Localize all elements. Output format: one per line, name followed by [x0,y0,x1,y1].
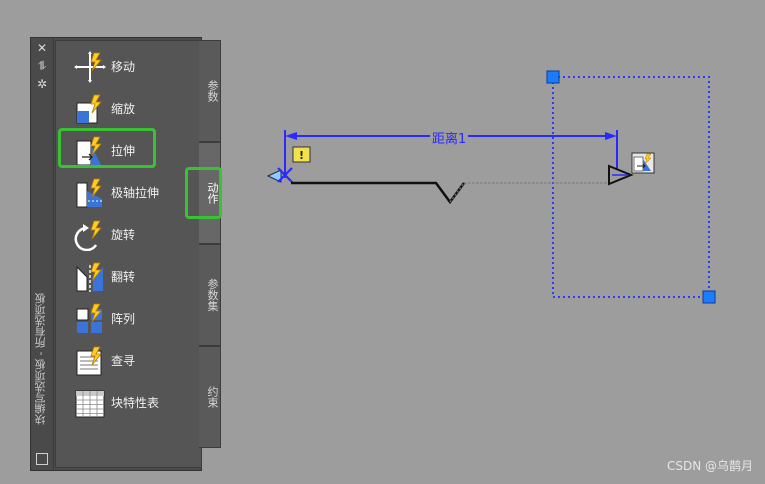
tool-scale[interactable]: 缩放 [74,91,194,127]
tab-parameter-sets[interactable]: 参数集 [199,244,221,346]
watermark: CSDN @乌鹊月 [666,459,753,473]
tab-parameters-label: 参数 [206,80,219,102]
actions-tab-highlight [185,167,222,219]
dimension-label[interactable]: 距离1 [430,128,469,147]
array-icon [76,303,102,333]
tool-move-label: 移动 [111,60,136,74]
actions-panel: 移动 缩放 拉伸 [55,40,202,468]
tool-lookup[interactable]: 查寻 [74,343,194,379]
tab-constraints-label: 约束 [206,386,219,408]
palette-menu-icon[interactable] [36,453,48,465]
warning-symbol: ! [299,149,304,162]
lookup-icon [76,346,102,376]
tool-lookup-label: 查寻 [111,354,136,368]
tool-move[interactable]: 移动 [74,49,194,85]
rotate-icon [74,220,102,251]
tool-flip[interactable]: 翻转 [74,259,194,295]
tool-flip-label: 翻转 [111,270,136,284]
block-authoring-palette: ✕ ⥮ ✲ 块编写选项板 - 所有选项板 移动 缩放 [30,37,202,471]
tool-rotate[interactable]: 旋转 [74,217,194,253]
base-grip-triangle[interactable] [266,169,282,183]
tool-stretch[interactable]: 拉伸 [74,133,194,169]
base-point-cross [277,167,293,183]
flip-icon [76,262,103,292]
stretch-frame [552,76,710,298]
scale-icon [76,94,102,124]
tool-array[interactable]: 阵列 [74,301,194,337]
dimension-arrow-right [605,132,617,140]
tab-parameter-sets-label: 参数集 [206,278,219,312]
palette-title-bar[interactable]: ✕ ⥮ ✲ 块编写选项板 - 所有选项板 [31,38,54,470]
frame-grip-bottom-right[interactable] [702,290,716,304]
properties-icon[interactable]: ✲ [36,77,48,91]
frame-grip-top-left[interactable] [546,70,560,84]
tool-array-label: 阵列 [111,312,136,326]
stretch-preview-line [449,182,612,203]
tool-scale-label: 缩放 [111,102,136,116]
stretch-icon [76,136,102,166]
line-geometry [291,181,466,205]
close-icon[interactable]: ✕ [36,41,48,55]
tab-actions-label: 动作 [206,182,219,204]
warning-icon[interactable] [292,146,311,163]
polar-stretch-icon [76,178,104,208]
tab-parameters[interactable]: 参数 [199,40,221,142]
stretch-highlight [58,128,156,168]
stretch-action-icon[interactable] [631,152,655,174]
dimension-arrow-left [285,132,297,140]
tool-polar-stretch[interactable]: 极轴拉伸 [74,175,194,211]
auto-hide-icon[interactable]: ⥮ [37,59,47,73]
tool-polar-stretch-label: 极轴拉伸 [111,186,160,200]
tool-block-table-label: 块特性表 [111,396,160,410]
tab-constraints[interactable]: 约束 [199,346,221,448]
block-table-icon [75,390,105,418]
move-icon [74,51,106,83]
tool-stretch-label: 拉伸 [111,144,136,158]
tool-rotate-label: 旋转 [111,228,136,242]
tool-block-table[interactable]: 块特性表 [74,385,194,421]
